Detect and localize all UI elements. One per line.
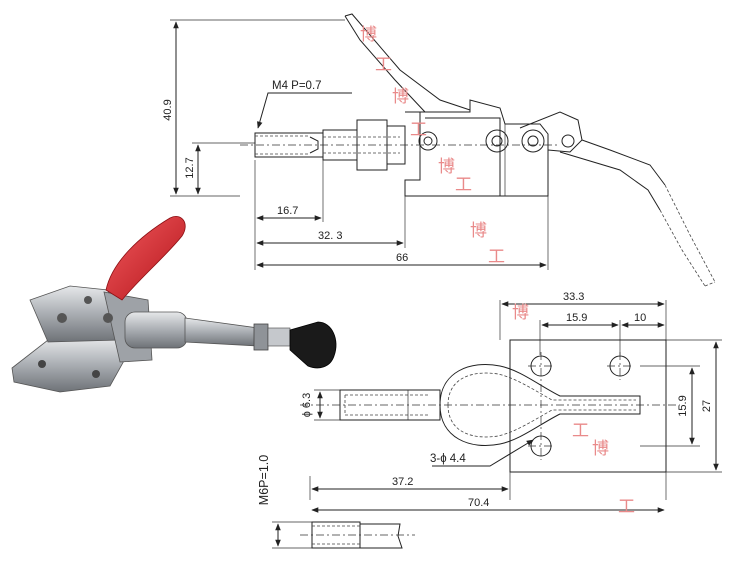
dim-15-9-top: 15.9 [566,312,587,324]
m6-thread-label: M6P=1.0 [257,455,271,505]
watermark-char: 博 [392,87,409,107]
dim-12-7: 12.7 [184,157,196,178]
dim-16-7: 16.7 [277,205,298,217]
dim-37-2: 37.2 [392,476,413,488]
dim-dia-6-3: ɸ 6.3 [301,393,313,417]
watermark-char: 工 [488,247,505,267]
thread-label: M4 P=0.7 [272,80,322,92]
dim-66: 66 [396,252,408,264]
dim-40-9: 40.9 [162,99,174,120]
dim-32-3: 32. 3 [318,230,342,242]
side-view: M4 P=0.7 16.7 32. 3 66 40.9 12.7 [162,13,716,287]
m6-thread-detail: M6P=1.0 [257,455,415,549]
dim-15-9-vertical: 15.9 [677,395,689,416]
plan-view: 33.3 15.9 10 ɸ 6.3 [300,291,722,513]
dim-27: 27 [701,400,713,412]
watermark-char: 博 [470,221,487,241]
watermark-char: 工 [455,175,472,195]
dim-10: 10 [634,312,646,324]
watermark-char: 工 [375,55,392,75]
watermark: 博 工 博 工 博 工 博 工 博 工 博 工 [360,25,635,517]
dim-70-4: 70.4 [468,497,489,509]
hole-callout: 3-ɸ 4.4 [430,453,466,465]
watermark-char: 工 [410,120,427,140]
watermark-char: 博 [592,439,609,459]
dim-33-3: 33.3 [563,291,584,303]
clamp-photo [11,216,337,393]
watermark-char: 博 [512,303,529,323]
watermark-char: 博 [360,25,377,45]
watermark-char: 博 [438,157,455,177]
watermark-char: 工 [572,421,589,441]
watermark-char: 工 [618,497,635,517]
